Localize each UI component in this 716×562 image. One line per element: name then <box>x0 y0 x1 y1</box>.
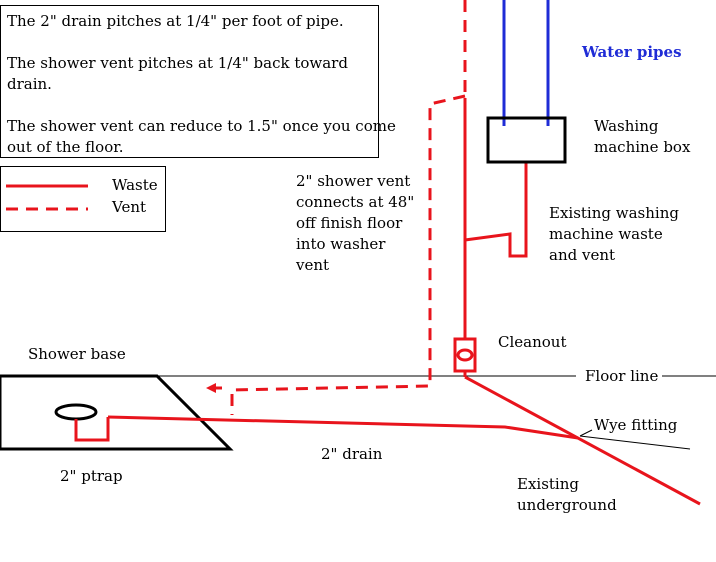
shower-vent-label-5: vent <box>296 256 330 274</box>
shower-base-label: Shower base <box>28 345 126 363</box>
note-line-2a: The shower vent pitches at 1/4" back tow… <box>7 54 348 72</box>
existing-wm-label-1: Existing washing <box>549 204 679 222</box>
cleanout-plug <box>456 348 474 362</box>
notes-box: The 2" drain pitches at 1/4" per foot of… <box>0 5 396 158</box>
note-line-3b: out of the floor. <box>7 138 124 156</box>
wye-fitting-label: Wye fitting <box>594 416 678 434</box>
existing-ug-label-1: Existing <box>517 475 579 493</box>
cleanout-label: Cleanout <box>498 333 567 351</box>
water-pipes-label: Water pipes <box>582 43 682 61</box>
floor-line-label: Floor line <box>585 367 659 385</box>
drain-label: 2" drain <box>321 445 383 463</box>
drain-pipe <box>107 415 579 440</box>
washing-box-label-2: machine box <box>594 138 691 156</box>
wye-pointer-2 <box>579 435 691 450</box>
shower-vent <box>230 94 466 415</box>
existing-underground-pipe <box>464 375 701 506</box>
shower-vent-label-4: into washer <box>296 235 386 253</box>
shower-vent-label-2: connects at 48" <box>296 193 415 211</box>
shower-vent-label-3: off finish floor <box>296 214 403 232</box>
ptrap-pipe <box>74 417 110 442</box>
legend-waste-label: Waste <box>112 176 158 194</box>
existing-ug-label-2: underground <box>517 496 617 514</box>
ptrap-label: 2" ptrap <box>60 467 123 485</box>
shower-vent-label-1: 2" shower vent <box>296 172 411 190</box>
note-line-2b: drain. <box>7 75 52 93</box>
existing-wm-label-3: and vent <box>549 246 616 264</box>
shower-base <box>0 374 234 451</box>
legend-box <box>0 166 166 232</box>
washing-box-label-1: Washing <box>594 117 659 135</box>
note-line-3a: The shower vent can reduce to 1.5" once … <box>7 117 396 135</box>
note-line-1: The 2" drain pitches at 1/4" per foot of… <box>7 12 344 30</box>
washer-branch <box>464 163 528 258</box>
legend-vent-label: Vent <box>112 198 147 216</box>
existing-wm-label-2: machine waste <box>549 225 663 243</box>
shower-vent-arrowhead <box>206 383 216 393</box>
washing-machine-box <box>486 116 567 164</box>
wye-pointer <box>579 429 593 437</box>
